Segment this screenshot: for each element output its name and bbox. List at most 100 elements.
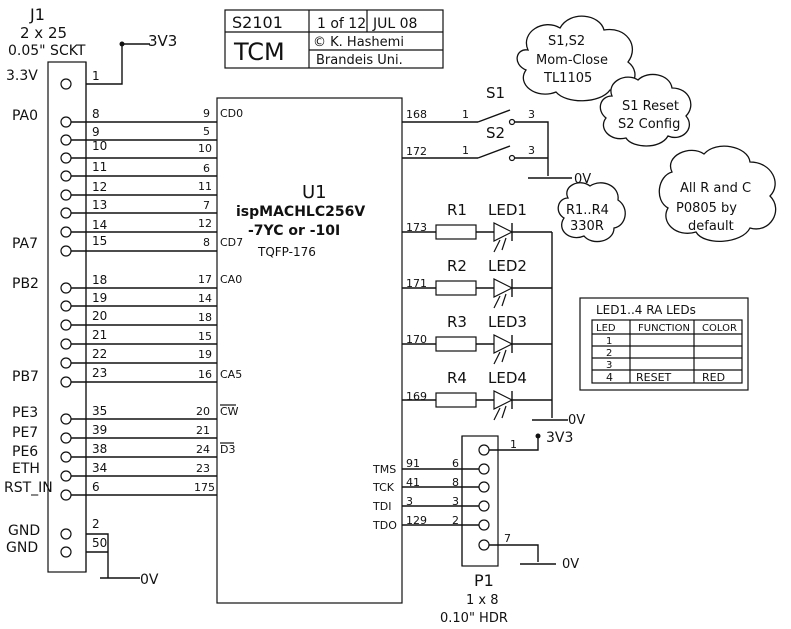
u1-pin-173: 173 (406, 221, 427, 234)
j1-pin-34: 34 (92, 461, 107, 475)
switch-note-line-2: Mom-Close (536, 53, 608, 68)
led-light-arrows (493, 349, 507, 365)
title-page: 1 of 12 (317, 16, 366, 32)
resistor-symbol (435, 280, 477, 296)
j1-supply-label: 3V3 (148, 32, 177, 50)
u1-signal-cd7: CD7 (220, 236, 243, 249)
resistor-value-line-1: R1..R4 (566, 203, 609, 218)
led-light-arrows (493, 237, 507, 253)
u1-signal-d3: D3 (220, 443, 235, 456)
jtag-u1-pin-91: 91 (406, 457, 420, 470)
u1-pin-9: 9 (203, 107, 210, 120)
j1-label-eth: ETH (12, 461, 40, 477)
j1-label-gnd-1: GND (8, 523, 40, 539)
resistor-value-cloud (557, 182, 626, 243)
j1-label-pe7: PE7 (12, 425, 38, 441)
j1-pin-20: 20 (92, 309, 107, 323)
title-block: S2101 1 of 12 JUL 08 TCM © K. Hashemi Br… (224, 9, 444, 69)
p1-ref: P1 (474, 571, 494, 590)
jtag-rows (402, 468, 479, 526)
j1-pin-circle (60, 451, 72, 463)
p1-supply-label: 3V3 (546, 430, 573, 446)
j1-pin-circle (60, 245, 72, 257)
default-note-line-3: default (688, 219, 734, 234)
u1-pin-172: 172 (406, 145, 427, 158)
default-package-cloud (658, 145, 777, 243)
title-author: © K. Hashemi (313, 35, 404, 50)
r1-label: R1 (447, 201, 467, 219)
j1-pin-circle (60, 170, 72, 182)
j1-pin-circle (60, 226, 72, 238)
u1-pin-23: 23 (196, 462, 210, 475)
u1-pin-15: 15 (198, 330, 212, 343)
j1-pin-circle (60, 470, 72, 482)
title-project: TCM (233, 38, 285, 66)
resistor-symbol (435, 336, 477, 352)
u1-pin-17: 17 (198, 273, 212, 286)
title-date: JUL 08 (372, 16, 417, 32)
led-table-row-4-function: RESET (636, 371, 672, 384)
j1-pin-circle (60, 376, 72, 388)
u1-pin-16: 16 (198, 368, 212, 381)
jtag-signal-tck: TCK (372, 481, 395, 494)
u1-cpld: U1 ispMACHLC256V -7YC or -10I TQFP-176 9… (194, 97, 427, 604)
j1-pin-13: 13 (92, 198, 107, 212)
u1-signal-ca0: CA0 (220, 273, 242, 286)
j1-pin-23: 23 (92, 366, 107, 380)
led-rows (402, 222, 552, 421)
jtag-signal-tms: TMS (372, 463, 396, 476)
jtag-hdr-pin-6: 6 (452, 457, 459, 470)
led1-label: LED1 (488, 201, 527, 219)
switch-function-cloud (599, 73, 692, 147)
u1-pin-11: 11 (198, 180, 212, 193)
j1-label-pe6: PE6 (12, 444, 38, 460)
s1-label: S1 (486, 84, 505, 102)
led-ground: 0V (532, 232, 585, 428)
j1-pin-circle (60, 207, 72, 219)
switch-note-line-1: S1,S2 (548, 34, 585, 49)
u1-pin-18: 18 (198, 311, 212, 324)
j1-pin-10: 10 (92, 139, 107, 153)
j1-type: 0.05" SCKT (8, 43, 86, 59)
p1-pin-top: 1 (510, 438, 517, 451)
j1-pin-35: 35 (92, 404, 107, 418)
j1-pin-12: 12 (92, 180, 107, 194)
j1-label-pb7: PB7 (12, 369, 39, 385)
switch-function-line-2: S2 Config (618, 117, 680, 132)
j1-pin-19: 19 (92, 291, 107, 305)
led3-label: LED3 (488, 313, 527, 331)
u1-pin-14: 14 (198, 292, 212, 305)
p1-type: 0.10" HDR (440, 611, 508, 626)
s2-pin-3: 3 (528, 144, 535, 157)
j1-pin-circle (60, 413, 72, 425)
j1-pin-8: 8 (92, 107, 100, 121)
j1-label-3v3: 3.3V (6, 68, 38, 84)
switch-note-line-3: TL1105 (543, 71, 592, 86)
resistor-symbol (435, 224, 477, 240)
j1-label-pa7: PA7 (12, 236, 38, 252)
led-light-arrows (493, 293, 507, 309)
jtag-signal-tdi: TDI (372, 500, 391, 513)
j1-pin-11: 11 (92, 160, 107, 174)
r3-label: R3 (447, 313, 467, 331)
resistor-value-line-2: 330R (570, 219, 604, 234)
j1-pin-circle (60, 319, 72, 331)
u1-pin-6: 6 (203, 162, 210, 175)
p1-pin-bottom: 7 (504, 532, 511, 545)
p1-header: 3V3 1 0V 7 P1 1 x 8 0.10" HDR TMS TCK TD… (372, 430, 579, 626)
j1-pin-50: 50 (92, 536, 107, 550)
j1-pin-circles (60, 78, 72, 558)
led-table: LED1..4 RA LEDs LED FUNCTION COLOR 1 2 3… (579, 297, 749, 391)
jtag-hdr-pin-2: 2 (452, 514, 459, 527)
j1-pin-9: 9 (92, 125, 100, 139)
u1-pin-21: 21 (196, 424, 210, 437)
j1-u1-wires (71, 121, 217, 496)
j1-pin-circle (60, 432, 72, 444)
j1-label-pe3: PE3 (12, 405, 38, 421)
j1-connector: J1 2 x 25 0.05" SCKT 3.3V PA0 PA7 PB2 PB… (4, 5, 177, 588)
jtag-signal-tdo: TDO (372, 519, 397, 532)
u1-pin-12: 12 (198, 217, 212, 230)
j1-pin-circle (60, 134, 72, 146)
j1-pin-14: 14 (92, 218, 107, 232)
led4-label: LED4 (488, 369, 527, 387)
